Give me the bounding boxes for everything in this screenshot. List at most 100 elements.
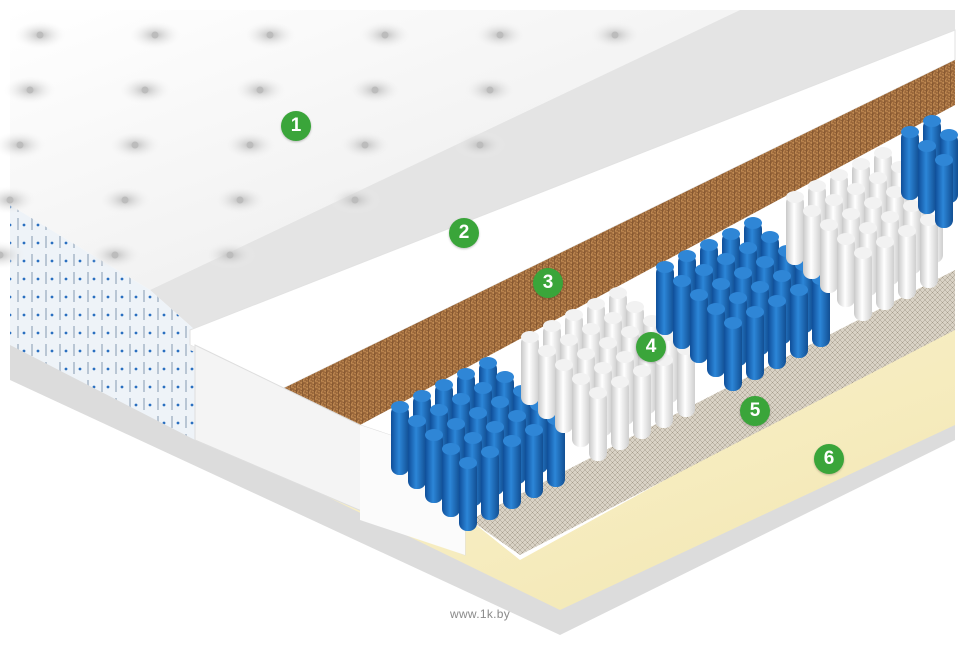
spring-cap (616, 351, 634, 363)
spring-cap (464, 432, 482, 444)
spring-cap (491, 396, 509, 408)
spring-cap (830, 169, 848, 181)
spring-cap (442, 443, 460, 455)
watermark-text: www.1k.by (450, 607, 511, 621)
spring-cap (474, 382, 492, 394)
spring-cap (773, 270, 791, 282)
spring-cap (469, 407, 487, 419)
spring-cap (935, 154, 953, 166)
spring-cap (820, 219, 838, 231)
spring-cap (565, 309, 583, 321)
cover-button (111, 251, 119, 259)
spring-cap (609, 287, 627, 299)
cover-tufts (0, 21, 641, 269)
spring-cap (918, 140, 936, 152)
spring-cap (572, 373, 590, 385)
cover-button (266, 31, 274, 39)
cover-tuft (0, 186, 36, 214)
spring-cap (508, 410, 526, 422)
spring-cap (786, 191, 804, 203)
spring-coil (790, 288, 808, 358)
cover-button (26, 86, 34, 94)
spring-cap (744, 217, 762, 229)
latex-layer-6 (190, 320, 955, 610)
spring-cap (486, 421, 504, 433)
spring-cap (577, 348, 595, 360)
spring-cap (560, 334, 578, 346)
spring-coil (690, 293, 708, 363)
spring-coil (547, 417, 565, 487)
spring-cap (700, 239, 718, 251)
spring-coil (538, 349, 556, 419)
cover-button (476, 141, 484, 149)
spring-coil (876, 240, 894, 310)
spring-cap (898, 225, 916, 237)
spring-coil (768, 299, 786, 369)
spring-cap (712, 278, 730, 290)
spring-cap (425, 429, 443, 441)
layer-badge-3: 3 (533, 268, 563, 298)
spring-cap (859, 222, 877, 234)
spring-cap (864, 197, 882, 209)
spring-cap (611, 376, 629, 388)
layer-badge-1: 1 (281, 111, 311, 141)
cover-button (6, 196, 14, 204)
spring-cap (604, 312, 622, 324)
cover-button (16, 141, 24, 149)
spring-coil (408, 419, 426, 489)
spring-cap (724, 317, 742, 329)
cover-button (361, 141, 369, 149)
spring-cap (903, 200, 921, 212)
layer-badge-6: 6 (814, 444, 844, 474)
spring-coil (746, 310, 764, 380)
spring-cap (447, 418, 465, 430)
spring-cap (734, 267, 752, 279)
spring-cap (673, 275, 691, 287)
cover-button (371, 86, 379, 94)
spring-coil (935, 158, 953, 228)
cover-button (486, 86, 494, 94)
spring-cap (854, 247, 872, 259)
spring-cap (525, 424, 543, 436)
spring-cap (521, 331, 539, 343)
spring-cap (695, 264, 713, 276)
spring-coil (854, 251, 872, 321)
spring-cap (452, 393, 470, 405)
cover-button (151, 31, 159, 39)
spring-coil (633, 369, 651, 439)
spring-cap (768, 295, 786, 307)
spring-cap (881, 211, 899, 223)
spring-coil (812, 277, 830, 347)
spring-cap (690, 289, 708, 301)
spring-cap (790, 284, 808, 296)
spring-cap (678, 250, 696, 262)
spring-cap (886, 186, 904, 198)
cover-button (246, 141, 254, 149)
spring-coil (442, 447, 460, 517)
spring-cap (430, 404, 448, 416)
spring-coil (918, 144, 936, 214)
spring-coil (837, 237, 855, 307)
spring-coil (481, 450, 499, 520)
spring-coil (707, 307, 725, 377)
layer-badge-5: 5 (740, 396, 770, 426)
spring-cap (413, 390, 431, 402)
spring-cap (825, 194, 843, 206)
spring-coil (521, 335, 539, 405)
spring-cap (633, 365, 651, 377)
spring-coil (655, 358, 673, 428)
spring-cap (582, 323, 600, 335)
spring-cap (457, 368, 475, 380)
spring-coil (656, 265, 674, 335)
spring-cap (717, 253, 735, 265)
spring-cap (626, 301, 644, 313)
spring-cap (621, 326, 639, 338)
spring-coil (920, 218, 938, 288)
spring-cap (391, 401, 409, 413)
base-edge (10, 340, 955, 635)
spring-cap (479, 357, 497, 369)
cover-button (36, 31, 44, 39)
spring-coil (589, 391, 607, 461)
spring-cap (408, 415, 426, 427)
cover-button (141, 86, 149, 94)
